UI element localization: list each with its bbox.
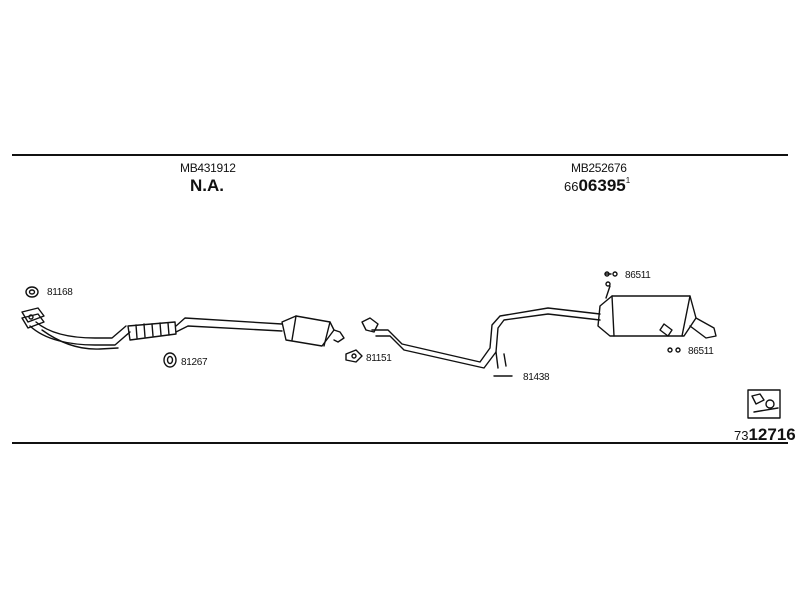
hanger-bottom-icon — [667, 347, 681, 353]
right-part-code: 66063951 — [564, 176, 630, 196]
diagram-reference: 7312716 — [734, 425, 796, 445]
label-ring-clamp: 81267 — [181, 357, 208, 368]
bottom-rule — [12, 442, 788, 444]
diagram-ref-prefix: 73 — [734, 428, 749, 443]
manifold-flange-icon — [21, 307, 45, 329]
hanger-mid-icon — [493, 351, 513, 377]
middle-silencer-icon — [281, 315, 345, 347]
top-rule — [12, 154, 788, 156]
diagram-ref-number: 12716 — [748, 425, 796, 444]
rear-pipe-icon — [361, 307, 601, 369]
gasket-front-icon — [25, 286, 39, 298]
label-gasket-mid: 81151 — [366, 353, 392, 364]
rear-silencer-icon — [597, 295, 717, 339]
right-code-suffix: 1 — [625, 176, 631, 185]
label-hanger-top: 86511 — [625, 270, 651, 281]
right-part-number: MB252676 — [571, 161, 627, 175]
ring-clamp-icon — [163, 352, 177, 368]
right-code-prefix: 66 — [564, 179, 579, 194]
label-hanger-mid: 81438 — [523, 372, 550, 383]
mid-pipe-icon — [175, 317, 283, 333]
right-code-main: 06395 — [578, 176, 626, 195]
gasket-mid-icon — [345, 349, 363, 363]
front-pipe-icon — [29, 321, 131, 350]
label-gasket-front: 81168 — [47, 287, 73, 298]
left-part-value: N.A. — [190, 176, 224, 195]
hanger-top-icon — [604, 271, 618, 299]
left-part-number: MB431912 — [180, 161, 236, 175]
legend-icon — [747, 389, 781, 419]
flex-pipe-icon — [127, 321, 177, 341]
label-hanger-bottom: 86511 — [688, 346, 714, 357]
